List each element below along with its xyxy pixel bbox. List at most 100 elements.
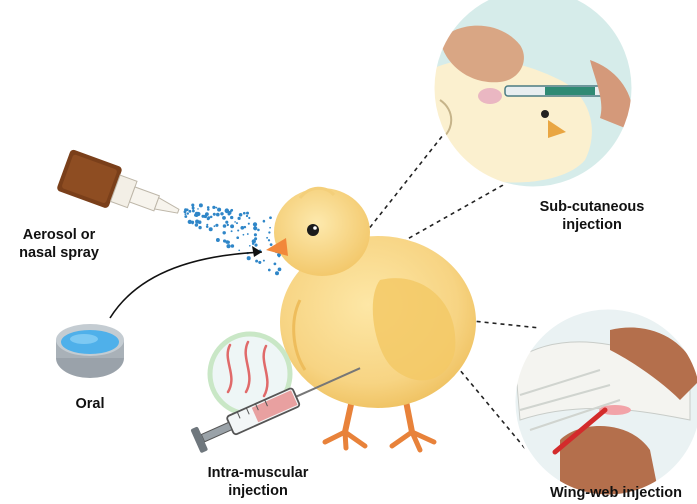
mist-dot [205,212,209,216]
mist-dot [192,210,195,213]
mist-dot [253,222,257,226]
mist-dot [184,213,186,215]
mist-dot [247,233,249,235]
mist-dot [205,216,207,218]
mist-dot [270,243,273,246]
mist-dot [247,256,251,260]
subcutaneous-inset [420,0,650,200]
oral-label-text: Oral [60,395,120,413]
mist-dot [236,222,238,224]
pointer-subcutaneous-1 [360,130,447,240]
mist-dot [263,220,266,223]
mist-dot [255,260,258,263]
aerosol-label-line1: Aerosol or [4,226,114,244]
subcutaneous-label-line1: Sub-cutaneous [522,198,662,216]
oral-arrow [110,246,262,318]
mist-dot [248,217,250,219]
mist-dot [230,209,233,212]
mist-dot [214,225,216,227]
mist-dot [238,249,240,251]
mist-dot [269,227,271,229]
wingweb-label-text: Wing-web injection [537,484,695,502]
intramuscular-label: Intra-muscular injection [188,464,328,500]
aerosol-label-line2: nasal spray [4,244,114,262]
mist-dot [223,224,227,228]
mist-dot [188,220,192,224]
chick-eye [307,224,319,236]
mist-dot [263,260,265,262]
mist-dot [246,212,249,215]
mist-dot [228,213,231,216]
mist-dot [212,206,215,209]
oral-label: Oral [60,395,120,413]
mist-dot [231,244,235,248]
water-dish-icon [56,324,124,378]
mist-dot [275,271,279,275]
mist-dot [184,210,187,213]
mist-dot [239,213,243,217]
mist-dot [243,234,245,236]
nasal-spray-bottle-icon [56,149,186,232]
intramuscular-label-line2: injection [188,482,328,500]
mist-dot [210,216,213,219]
subcutaneous-label-line2: injection [522,216,662,234]
mist-dot [223,239,226,242]
mist-dot [274,263,277,266]
mist-dot [222,231,225,234]
mist-dot [225,208,229,212]
mist-dot [257,229,260,232]
mist-dot [254,244,257,247]
mist-dot [254,237,257,240]
mist-dot [209,227,213,231]
mist-dot [230,216,233,219]
mist-dot [258,261,261,264]
mist-dot [216,207,218,209]
mist-dot [231,230,233,232]
mist-dot [248,223,250,225]
mist-dot [195,223,198,226]
wingweb-inset [510,305,697,504]
mist-dot [243,212,246,215]
mist-dot [268,231,270,233]
mist-dot [237,229,239,231]
chick-head [274,188,370,276]
mist-dot [227,224,229,226]
mist-dot [198,226,201,229]
mist-dot [206,225,208,227]
mist-dot [196,212,200,216]
mist-dot [225,221,228,224]
mist-dot [269,216,272,219]
mist-dot [226,244,230,248]
mist-dot [244,226,246,228]
mist-dot [268,269,271,272]
mist-dot [236,236,239,239]
mist-dot [234,221,236,223]
mist-dot [213,213,216,216]
mist-dot [195,220,199,224]
mist-dot [230,224,234,228]
mist-dot [207,216,210,219]
mist-dot [237,217,240,220]
mist-dot [216,213,220,217]
mist-dot [278,268,282,272]
mist-dot [266,237,268,239]
mist-dot [249,245,251,247]
subcutaneous-label: Sub-cutaneous injection [522,198,662,234]
mist-dot [246,215,248,217]
mist-dot [254,233,257,236]
spray-mist [184,203,282,275]
aerosol-label: Aerosol or nasal spray [4,226,114,262]
intramuscular-label-line1: Intra-muscular [188,464,328,482]
mist-dot [191,222,193,224]
wingweb-label: Wing-web injection [537,484,695,502]
mist-dot [197,208,199,210]
mist-dot [278,255,280,257]
mist-dot [184,215,187,218]
mist-dot [216,238,220,242]
mist-dot [207,208,210,211]
mist-dot [215,224,218,227]
mist-dot [188,210,191,213]
mist-dot [222,216,226,220]
mist-dot [187,212,189,214]
mist-dot [220,212,223,215]
